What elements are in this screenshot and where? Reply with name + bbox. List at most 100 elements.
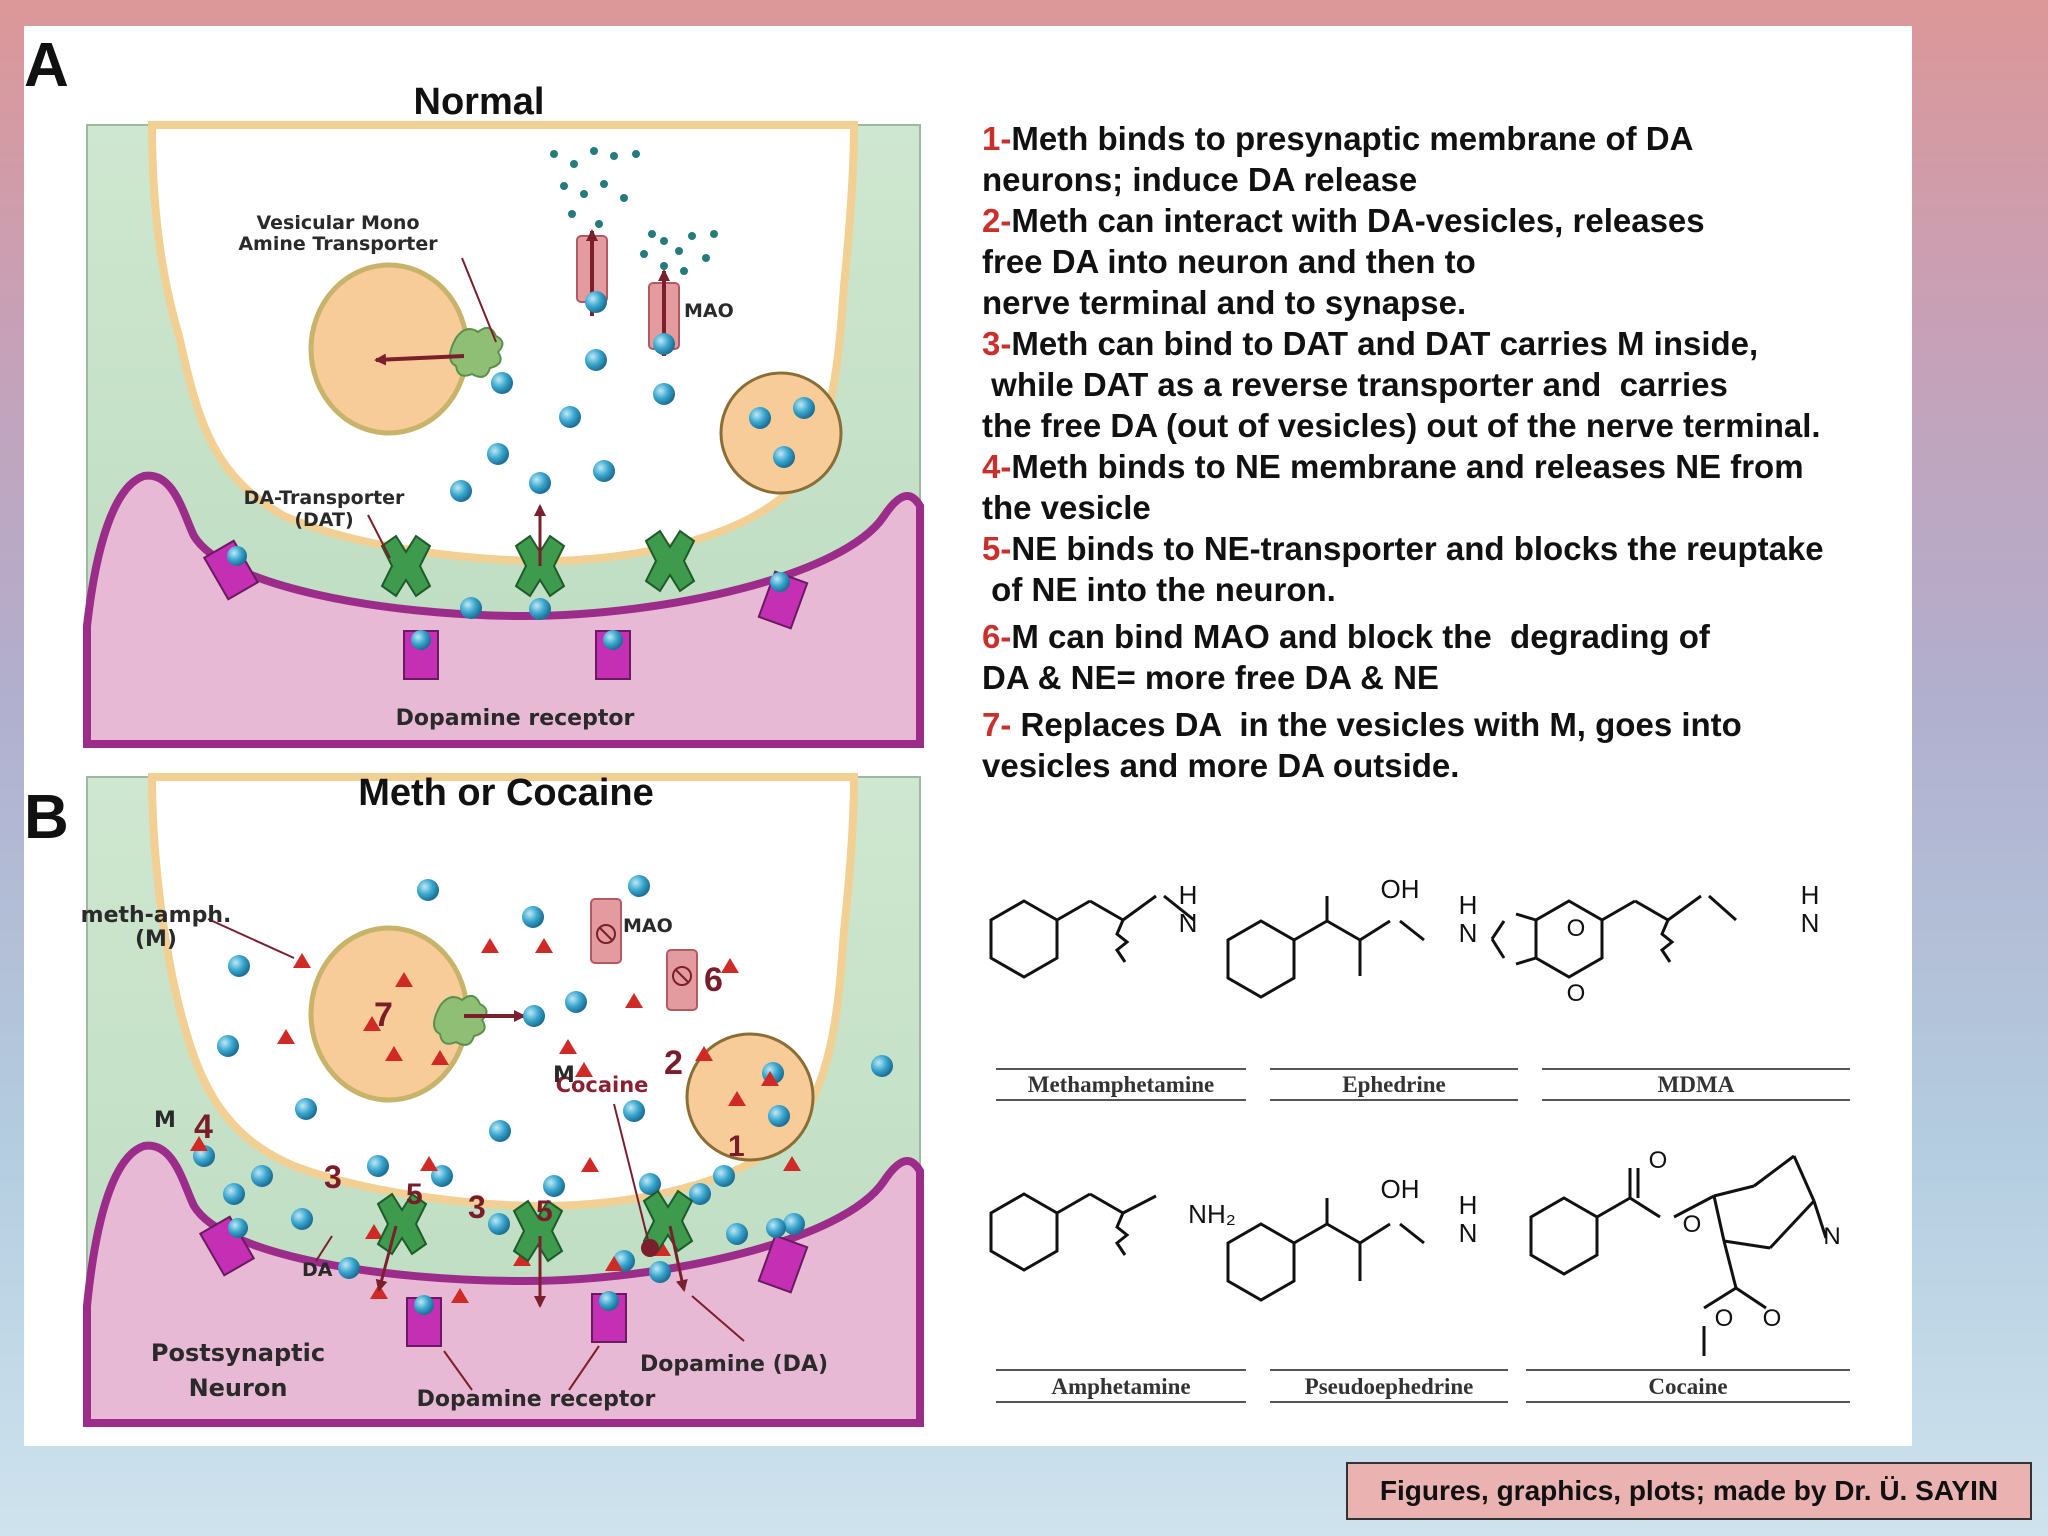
step-number: 3- — [982, 325, 1012, 362]
step-line: while DAT as a reverse transporter and c… — [982, 364, 1912, 405]
panel-b: B Meth or Cocaine MAO — [24, 772, 924, 1427]
cocaine-structure — [1529, 1154, 1828, 1356]
step-number: 1- — [982, 120, 1012, 157]
step-text: DA & NE= more free DA & NE — [982, 659, 1439, 696]
step-line: 5-NE binds to NE-transporter and blocks … — [982, 528, 1912, 569]
free-dopamine-b — [193, 875, 893, 1283]
caption-methamphetamine: Methamphetamine — [1028, 1072, 1215, 1097]
marker-2: 2 — [664, 1044, 683, 1082]
mechanism-steps: 1-Meth binds to presynaptic membrane of … — [982, 118, 1912, 786]
atom-h: H — [1801, 880, 1820, 910]
marker-1: 1 — [728, 1130, 745, 1163]
caption-cocaine: Cocaine — [1648, 1374, 1727, 1399]
vesicle-a — [308, 262, 470, 436]
step-number: 7- — [982, 706, 1012, 743]
marker-5b: 5 — [536, 1195, 553, 1228]
atom-o: O — [1763, 1305, 1782, 1332]
atom-nh2: NH₂ — [1188, 1199, 1236, 1229]
vmat-transporter-b-icon — [433, 994, 488, 1046]
step-text: Meth can bind to DAT and DAT carries M i… — [1011, 325, 1759, 362]
chemical-structures — [989, 894, 1850, 1403]
step-text: nerve terminal and to synapse. — [982, 284, 1467, 321]
atom-o: O — [1683, 1211, 1702, 1238]
dopamine-receptor-label-a: Dopamine receptor — [396, 706, 635, 731]
atom-o: O — [1715, 1305, 1734, 1332]
vesicle-right-b — [685, 1032, 815, 1162]
postsynaptic-neuron-b — [83, 1141, 924, 1427]
step-line: neurons; induce DA release — [982, 159, 1912, 200]
blocked-icon — [596, 924, 692, 986]
marker-5a: 5 — [406, 1178, 423, 1211]
step-text: free DA into neuron and then to — [982, 243, 1476, 280]
step-text: the free DA (out of vesicles) out of the… — [982, 407, 1821, 444]
panel-a-letter: A — [24, 31, 69, 100]
vesicle-right-a — [719, 371, 843, 495]
dat-transporters-b — [376, 1189, 694, 1263]
caption-rules — [996, 1068, 1850, 1403]
atom-n: N — [1801, 908, 1820, 938]
dopamine-dot — [793, 397, 815, 419]
marker-3a: 3 — [324, 1159, 342, 1195]
step-line: DA & NE= more free DA & NE — [982, 657, 1912, 698]
step-line: the vesicle — [982, 487, 1912, 528]
panel-b-letter: B — [24, 783, 69, 852]
mao-enzyme-b1 — [590, 898, 622, 964]
step-line: of NE into the neuron. — [982, 569, 1912, 610]
step-line: 7- Replaces DA in the vesicles with M, g… — [982, 704, 1912, 745]
panel-b-title: Meth or Cocaine — [358, 772, 654, 814]
credit-box: Figures, graphics, plots; made by Dr. Ü.… — [1346, 1462, 2032, 1520]
dopamine-receptors-b — [198, 1215, 809, 1347]
dopamine-dot — [773, 446, 795, 468]
atom-o: O — [1649, 1147, 1668, 1174]
marker-4: 4 — [194, 1108, 213, 1146]
step-number: 5- — [982, 530, 1012, 567]
dopamine-receptor-label-b: Dopamine receptor — [417, 1387, 656, 1412]
mdma-structure — [1490, 894, 1737, 979]
step-number: 6- — [982, 618, 1012, 655]
step-text: the vesicle — [982, 489, 1151, 526]
step-text: M can bind MAO and block the degrading o… — [1011, 618, 1710, 655]
step-line: 1-Meth binds to presynaptic membrane of … — [982, 118, 1912, 159]
cocaine-label-b: Cocaine — [556, 1073, 649, 1097]
dopamine-receptors-a — [202, 539, 809, 680]
figure-card: A Normal Vesicular Mono Amine Transporte… — [24, 26, 1912, 1446]
atom-h: H — [1179, 880, 1198, 910]
free-dopamine-a — [450, 291, 675, 620]
atom-n: N — [1179, 908, 1198, 938]
dat-label-line1: DA-Transporter — [244, 487, 405, 509]
step-line: 3-Meth can bind to DAT and DAT carries M… — [982, 323, 1912, 364]
step-line: 6-M can bind MAO and block the degrading… — [982, 616, 1912, 657]
step-line: nerve terminal and to synapse. — [982, 282, 1912, 323]
step-line: vesicles and more DA outside. — [982, 745, 1912, 786]
step-text: vesicles and more DA outside. — [982, 747, 1460, 784]
panel-a: A Normal Vesicular Mono Amine Transporte… — [24, 31, 924, 748]
dat-label-line2: (DAT) — [294, 509, 353, 531]
atom-n: N — [1823, 1223, 1840, 1250]
step-text: Replaces DA in the vesicles with M, goes… — [1011, 706, 1742, 743]
meth-amph-label-line2: (M) — [135, 927, 177, 952]
vmat-label-line1: Vesicular Mono — [256, 212, 419, 234]
panel-a-title: Normal — [414, 81, 545, 123]
atom-o: O — [1567, 980, 1586, 1007]
step-number: 4- — [982, 448, 1012, 485]
step-text: Meth binds to presynaptic membrane of DA — [1011, 120, 1694, 157]
degraded-dopamine-dots — [550, 147, 718, 275]
step-line: 4-Meth binds to NE membrane and releases… — [982, 446, 1912, 487]
atom-oh: OH — [1381, 1174, 1420, 1204]
ephedrine-structure — [1226, 896, 1425, 999]
step-line: 2-Meth can interact with DA-vesicles, re… — [982, 200, 1912, 241]
synapse-diagram: A Normal Vesicular Mono Amine Transporte… — [24, 31, 1850, 1427]
caption-ephedrine: Ephedrine — [1342, 1072, 1446, 1097]
m-label-center: M — [553, 1063, 575, 1088]
cocaine-molecule-icon — [641, 1239, 659, 1257]
amphetamine-structure — [989, 1192, 1157, 1272]
postsynaptic-neuron-a — [83, 471, 924, 748]
dopamine-dot — [749, 407, 771, 429]
vmat-transporter-icon — [449, 326, 504, 378]
atom-oh: OH — [1381, 874, 1420, 904]
mao-label-a: MAO — [684, 300, 734, 322]
step-text: Meth binds to NE membrane and releases N… — [1011, 448, 1804, 485]
atom-n: N — [1459, 918, 1478, 948]
dat-transporters-a — [380, 529, 696, 598]
step-number: 2- — [982, 202, 1012, 239]
